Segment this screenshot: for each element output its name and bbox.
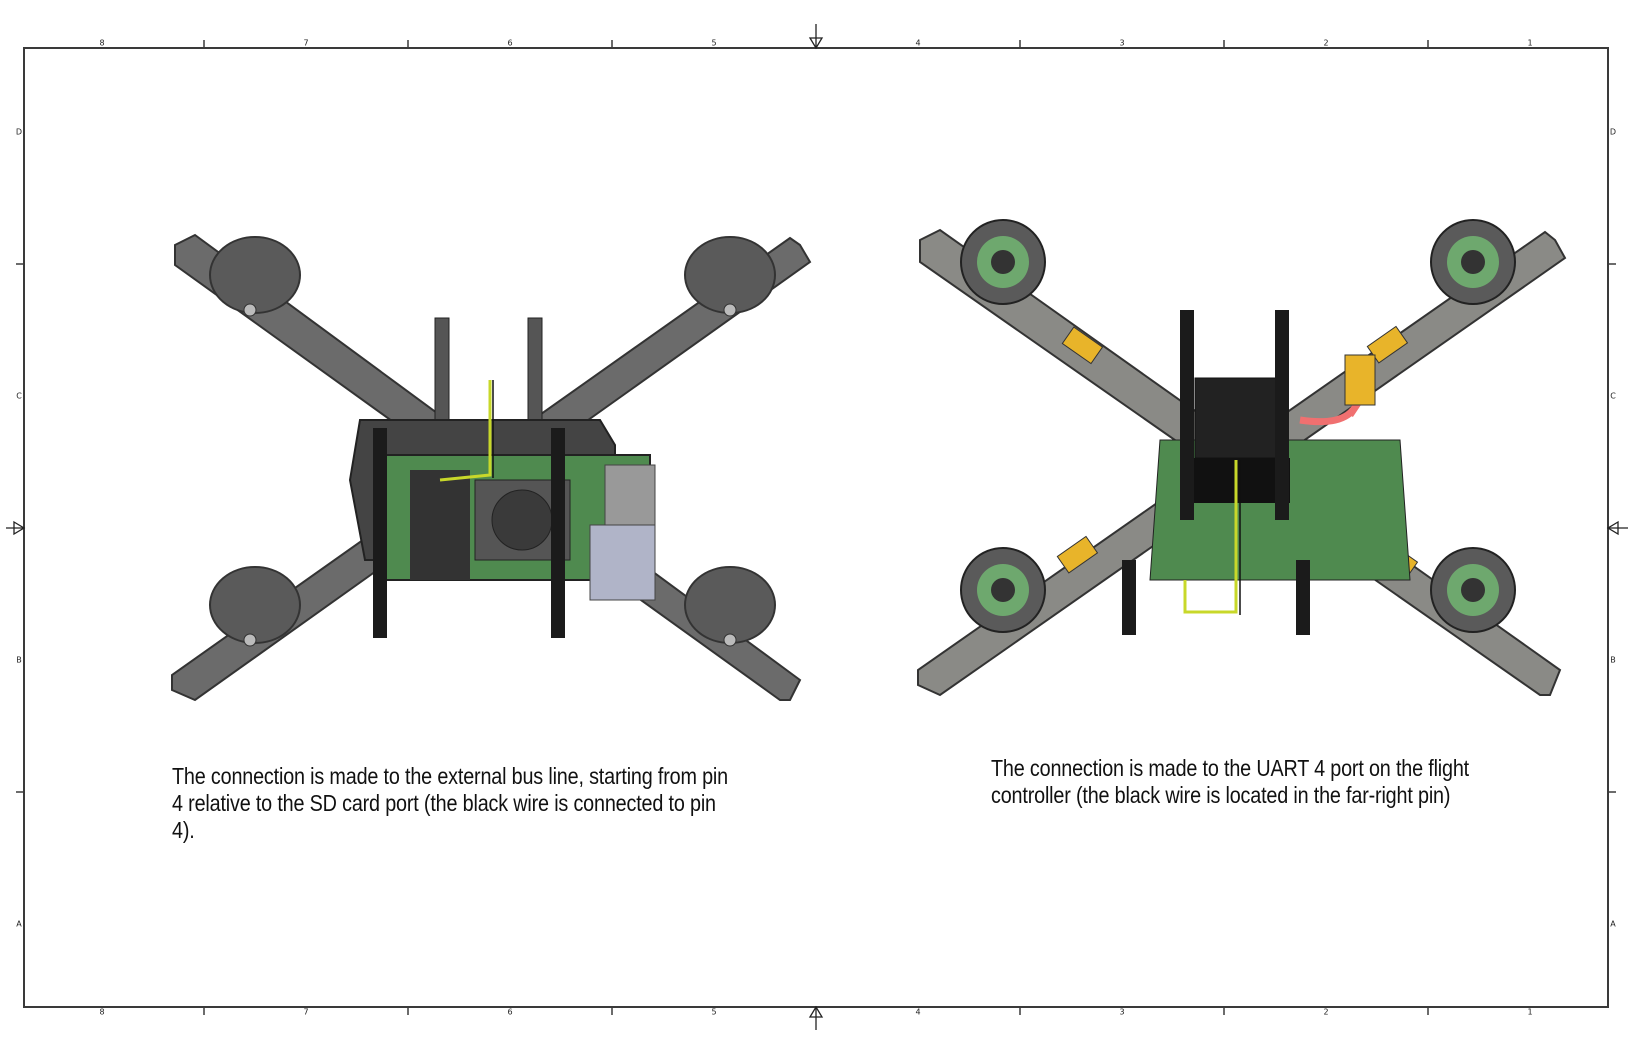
column-label-top: 2: [1323, 38, 1329, 48]
centering-arrows: [6, 24, 1628, 1030]
column-label-bottom: 3: [1119, 1007, 1125, 1017]
caption-line: The connection is made to the external b…: [172, 763, 728, 789]
column-label-top: 8: [99, 38, 105, 48]
caption-line: The connection is made to the UART 4 por…: [991, 755, 1470, 781]
row-label-right: B: [1610, 655, 1616, 665]
column-label-bottom: 8: [99, 1007, 105, 1017]
caption-line: 4 relative to the SD card port (the blac…: [172, 790, 716, 816]
column-label-top: 3: [1119, 38, 1125, 48]
row-label-left: D: [15, 127, 23, 137]
column-label-bottom: 7: [303, 1007, 309, 1017]
column-label-top: 1: [1527, 38, 1533, 48]
column-label-bottom: 1: [1527, 1007, 1533, 1017]
column-label-bottom: 2: [1323, 1007, 1329, 1017]
right-view-caption: The connection is made to the UART 4 por…: [991, 755, 1469, 809]
column-label-bottom: 5: [711, 1007, 717, 1017]
column-label-top: 5: [711, 38, 717, 48]
row-label-right: C: [1610, 391, 1616, 401]
caption-line: controller (the black wire is located in…: [991, 782, 1451, 808]
row-label-left: A: [16, 919, 22, 929]
column-label-top: 7: [303, 38, 309, 48]
caption-line: 4).: [172, 817, 195, 843]
drone-bottom-view: [171, 233, 812, 702]
row-label-left: C: [16, 391, 22, 401]
column-label-bottom: 4: [915, 1007, 921, 1017]
row-label-right: A: [1610, 919, 1616, 929]
column-label-bottom: 6: [507, 1007, 513, 1017]
frame-ticks: [16, 40, 1616, 1015]
column-label-top: 4: [915, 38, 921, 48]
row-label-right: D: [1609, 127, 1617, 137]
column-label-top: 6: [507, 38, 513, 48]
left-view-caption: The connection is made to the external b…: [172, 763, 728, 844]
drone-top-view: [917, 219, 1567, 697]
motor: [209, 236, 776, 644]
row-label-left: B: [16, 655, 22, 665]
flight-controller: [1194, 377, 1286, 459]
